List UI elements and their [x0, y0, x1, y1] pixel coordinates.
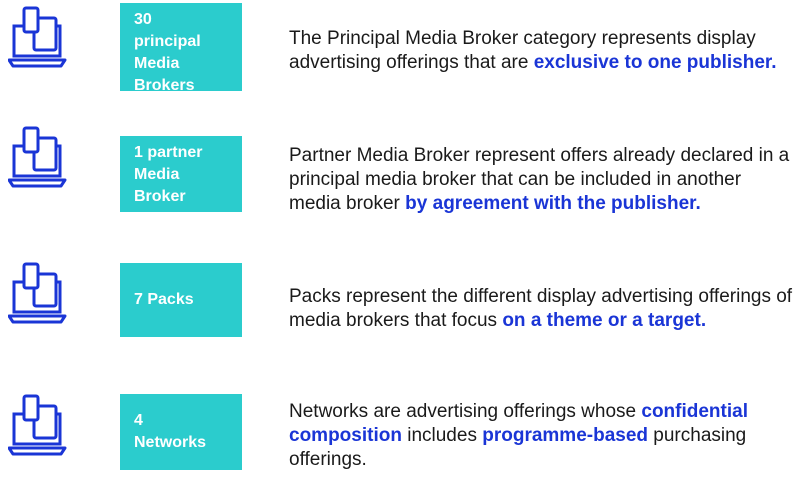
badge-line: 7 Packs [134, 291, 194, 308]
description-highlight: confidential composition [289, 401, 748, 446]
badge-line: Brokers [134, 77, 195, 94]
description-text: includes [401, 425, 483, 446]
badge-line: Broker [134, 188, 186, 205]
count-badge: 1 partner Media Broker [120, 136, 242, 212]
badge-line: 30 [134, 11, 152, 28]
devices-icon [8, 262, 68, 326]
badge-line: Media [134, 166, 180, 183]
description: Networks are advertising offerings whose… [289, 400, 794, 472]
description-highlight: on a theme or a target. [502, 310, 707, 331]
devices-icon [8, 394, 68, 458]
description-highlight: by agreement with the publisher. [405, 193, 701, 214]
description-highlight: programme-based [482, 425, 649, 446]
description: Partner Media Broker represent offers al… [289, 144, 794, 216]
badge-line: 1 partner [134, 144, 203, 161]
count-badge: 7 Packs [120, 263, 242, 337]
description: Packs represent the different display ad… [289, 285, 794, 333]
badge-line: 4 [134, 412, 143, 429]
description-text: purchasing offerings. [289, 425, 747, 470]
description-highlight: exclusive to one publisher. [533, 52, 777, 73]
description-text: The Principal Media Broker category repr… [289, 28, 756, 73]
devices-icon [8, 126, 68, 190]
description-text: Partner Media Broker represent offers al… [289, 145, 790, 214]
badge-line: Media [134, 55, 180, 72]
description-text: Packs represent the different display ad… [289, 286, 793, 331]
badge-line: principal [134, 33, 201, 50]
devices-icon [8, 6, 68, 70]
badge-line: Networks [134, 434, 207, 451]
description: The Principal Media Broker category repr… [289, 27, 794, 75]
count-badge: 30 principal Media Brokers [120, 3, 242, 94]
description-text: Networks are advertising offerings whose [289, 401, 642, 422]
count-badge: 4 Networks [120, 394, 242, 470]
